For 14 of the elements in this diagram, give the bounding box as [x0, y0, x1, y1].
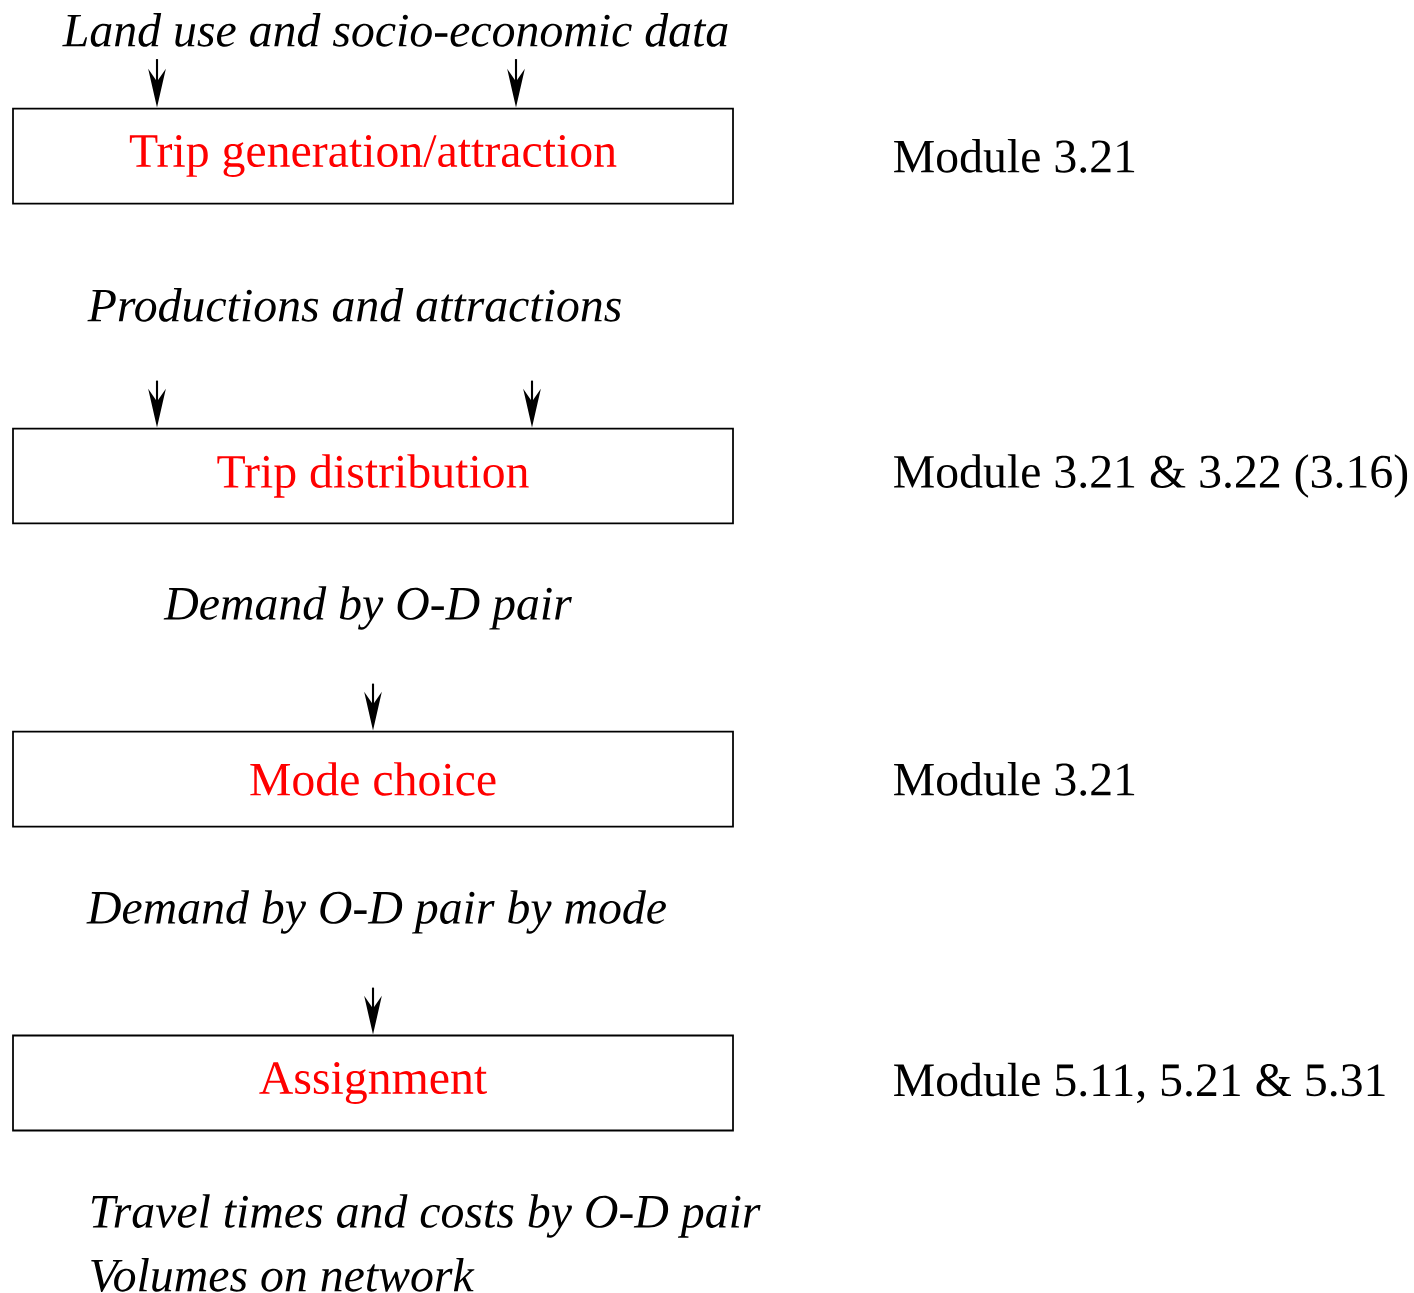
data-text: Demand by O-D pair	[163, 586, 572, 630]
module-label: Module 3.21 & 3.22 (3.16)	[894, 454, 1408, 498]
data-text: Demand by O-D pair by mode	[86, 890, 666, 934]
process-box: Trip generation/attraction	[12, 107, 734, 205]
data-text: Productions and attractions	[87, 288, 621, 322]
output-text: Volumes on network	[91, 1258, 475, 1292]
process-box: Assignment	[12, 1034, 734, 1132]
data-text: Land use and socio-economic data	[62, 13, 728, 47]
module-label: Module 5.11, 5.21 & 5.31	[894, 1062, 1385, 1104]
module-label: Module 3.21	[894, 139, 1135, 173]
process-box: Mode choice	[12, 730, 734, 828]
module-label: Module 3.21	[894, 762, 1135, 796]
output-text: Travel times and costs by O-D pair	[91, 1194, 761, 1238]
process-box: Trip distribution	[12, 427, 734, 525]
